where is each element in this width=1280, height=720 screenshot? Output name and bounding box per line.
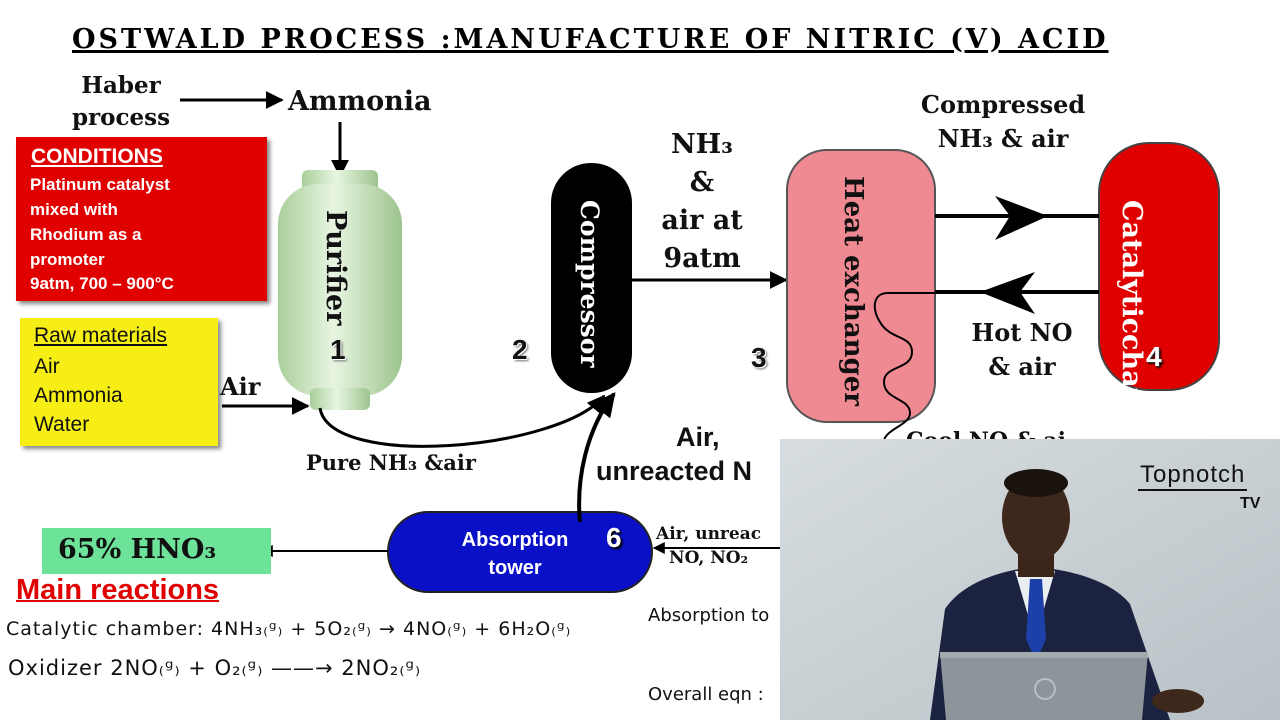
ammonia-label: Ammonia [288, 86, 432, 117]
raw-materials-box: Raw materials Air Ammonia Water [20, 318, 218, 446]
cooling-coil [873, 292, 935, 441]
conditions-line: 9atm, 700 – 900°C [30, 274, 174, 293]
catalytic-reaction: Catalytic chamber: 4NH₃₍ᵍ₎ + 5O₂₍ᵍ₎ → 4N… [6, 618, 572, 640]
main-reactions-heading: Main reactions [16, 574, 220, 606]
raw-material-item: Air [34, 355, 60, 378]
pure-flow-arrow [318, 394, 606, 448]
conditions-line: Platinum catalyst [30, 175, 170, 194]
conditions-heading: CONDITIONS [31, 145, 163, 168]
air-unreacted-label: Air, unreacted N [596, 420, 752, 488]
presenter-image [780, 439, 1280, 720]
atm-line: 9atm [663, 243, 741, 274]
product-label: 65% HNO₃ [58, 534, 217, 565]
amp-line: & [689, 167, 715, 198]
air-unreac-small-label: Air, unreac NO, NO₂ [656, 522, 761, 570]
compressor-label: Compressor [575, 200, 604, 368]
absorption-line-2: tower [488, 557, 542, 579]
brand-sub: TV [1240, 495, 1261, 512]
purifier-label: Purifier [320, 210, 351, 326]
raw-materials-heading: Raw materials [34, 324, 168, 347]
catalytic-chamber-vessel [1098, 142, 1220, 391]
oxidizer-reaction: Oxidizer 2NO₍ᵍ₎ + O₂₍ᵍ₎ ——→ 2NO₂₍ᵍ₎ [8, 656, 422, 680]
haber-line-2: process [71, 104, 171, 131]
presenter-video: Topnotch TV [780, 439, 1280, 720]
catalytic-chamber-label: Catalytic chamber [1116, 200, 1147, 467]
air-label: Air [220, 372, 261, 401]
raw-material-item: Water [34, 413, 90, 436]
air-unreacted-line-2: unreacted N [596, 456, 753, 486]
nh3-air-9atm-label: NH₃ & air at 9atm [650, 126, 754, 278]
hot-line-1: Hot NO [971, 318, 1073, 347]
page-title: OSTWALD PROCESS :MANUFACTURE OF NITRIC (… [72, 24, 1109, 55]
air-unreacted-line-1: Air, [676, 422, 720, 452]
heat-exchanger-number: 3 [751, 342, 767, 373]
hot-no-air-label: Hot NO & air [958, 316, 1086, 384]
compressed-label: Compressed NH₃ & air [906, 88, 1100, 156]
compressor-vessel [551, 163, 632, 393]
air-unreac-line-2: NO, NO₂ [669, 548, 749, 568]
conditions-box: CONDITIONS Platinum catalyst mixed with … [16, 137, 267, 301]
compressed-line-2: NH₃ & air [937, 124, 1069, 153]
product-box: 65% HNO₃ [42, 528, 271, 574]
absorption-number: 6 [606, 522, 622, 553]
compressed-line-1: Compressed [920, 90, 1086, 119]
conditions-line: mixed with [30, 200, 118, 219]
raw-material-item: Ammonia [34, 384, 123, 407]
haber-line-1: Haber [81, 72, 161, 99]
conditions-line: promoter [30, 250, 105, 269]
conditions-line: Rhodium as a [30, 225, 142, 244]
overall-equation: Overall eqn : [648, 684, 764, 705]
pure-nh3-air-label: Pure NH₃ &air [306, 450, 476, 475]
absorption-line-1: Absorption [461, 529, 569, 551]
heat-exchanger-vessel [786, 149, 936, 423]
haber-label: Haber process [66, 70, 176, 134]
compressor-number: 2 [512, 334, 528, 365]
catalytic-line-1: Catalytic [1116, 200, 1147, 335]
purifier-vessel [278, 170, 402, 410]
recycle-arrow [577, 392, 616, 523]
nh3-line: NH₃ [670, 129, 733, 160]
heat-exchanger-label: Heat exchanger [838, 176, 868, 406]
absorption-reaction: Absorption to [648, 605, 770, 626]
hot-line-2: & air [988, 352, 1056, 381]
catalytic-number: 4 [1146, 341, 1162, 372]
absorption-tower-label: Absorption tower [440, 526, 590, 582]
purifier-number: 1 [330, 334, 346, 365]
air-unreac-line-1: Air, unreac [656, 524, 762, 544]
brand-logo: Topnotch [1138, 461, 1248, 491]
from-catalytic-arrowhead [980, 272, 1035, 314]
to-catalytic-arrowhead [995, 196, 1048, 240]
air-at-line: air at [661, 205, 743, 236]
